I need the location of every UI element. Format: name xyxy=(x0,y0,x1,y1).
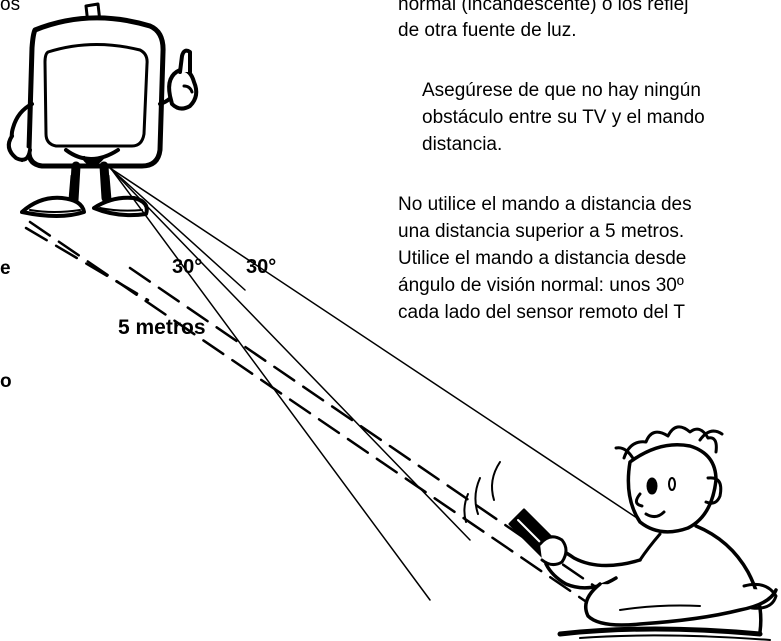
paragraph-line: No utilice el mando a distancia des xyxy=(398,194,692,215)
paragraph-line: una distancia superior a 5 metros. xyxy=(398,221,685,242)
text-fragment-left-2: o xyxy=(0,371,12,392)
signal-waves-icon xyxy=(463,461,501,523)
distance-label: 5 metros xyxy=(118,316,206,339)
tv-character-icon xyxy=(6,2,199,218)
angle-label-left: 30° xyxy=(172,256,203,278)
paragraph-line: obstáculo entre su TV y el mando xyxy=(422,107,705,128)
text-fragment-top-left: os xyxy=(0,0,21,15)
paragraph-line: Utilice el mando a distancia desde xyxy=(398,248,687,269)
angle-label-right: 30° xyxy=(246,256,277,278)
paragraph-line: cada lado del sensor remoto del T xyxy=(398,302,685,323)
paragraph-line: normal (incandescente) o los reflej xyxy=(398,0,689,15)
viewing-angle-lines xyxy=(109,167,641,601)
paragraph-line: ángulo de visión normal: unos 30º xyxy=(398,275,684,296)
paragraph-line: de otra fuente de luz. xyxy=(398,20,577,41)
seated-person-icon xyxy=(508,425,778,641)
paragraph-line: distancia. xyxy=(422,134,503,155)
text-fragment-left-1: e xyxy=(0,258,11,279)
paragraph-line: Asegúrese de que no hay ningún xyxy=(422,80,701,101)
